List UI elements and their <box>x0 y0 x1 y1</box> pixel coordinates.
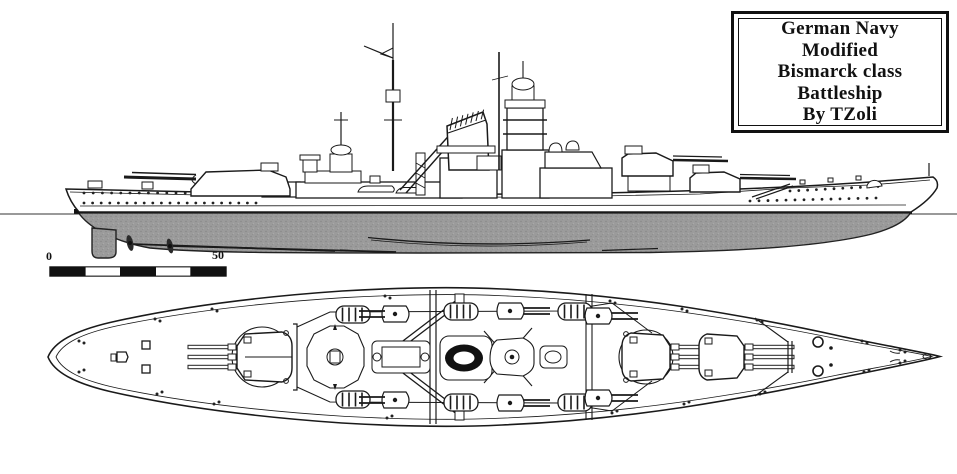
plan-turret-b <box>618 329 723 385</box>
aft-main-turret <box>123 162 291 197</box>
plan-forward-tower <box>489 337 568 377</box>
breakwater <box>751 183 794 200</box>
title-box: German Navy Modified Bismarck class Batt… <box>731 11 949 133</box>
plan-turret-a <box>698 333 795 381</box>
scale-bar-segment <box>190 266 227 277</box>
funnel <box>436 109 498 199</box>
keel-line-fwd <box>601 247 659 252</box>
bilge-keel <box>367 236 591 245</box>
plan-aft-turret <box>187 326 293 388</box>
plan-secondary-turrets <box>359 302 638 412</box>
hangar <box>476 155 502 171</box>
mainmast <box>363 23 402 171</box>
plan-midship-deckhouse <box>371 340 431 374</box>
foremast <box>491 52 509 170</box>
scale-bar-segment <box>155 266 192 277</box>
porthole-rows <box>82 185 880 205</box>
plan-deck-dots <box>77 294 907 420</box>
title-line-author: By TZoli <box>802 104 878 126</box>
funnel-cap-grille <box>449 109 485 131</box>
top-plan-view <box>47 286 944 428</box>
plan-aft-director <box>306 324 365 390</box>
title-line-type: Battleship <box>797 82 883 104</box>
anchor-fairlead <box>866 179 883 189</box>
title-line-modified: Modified <box>801 39 879 61</box>
title-box-inner-border: German Navy Modified Bismarck class Batt… <box>738 18 942 126</box>
rudder <box>91 227 117 259</box>
scale-bar-segment <box>49 266 86 277</box>
scale-bar-segment <box>120 266 157 277</box>
scale-start-label: 0 <box>46 249 52 263</box>
plan-bow-fittings <box>812 336 932 377</box>
plan-funnel <box>439 335 493 381</box>
title-line-class: Bismarck class <box>777 61 903 83</box>
turret-a <box>689 164 797 193</box>
plan-aft-turret-barrels <box>187 343 238 371</box>
stern-deckhouse-2 <box>141 181 154 190</box>
stern-deckhouse <box>87 180 103 189</box>
plan-stern-fittings <box>110 340 151 374</box>
underwater-hull <box>76 211 913 254</box>
scale-bar <box>49 266 227 277</box>
scale-bar-segment <box>84 266 121 277</box>
forecastle-fittings <box>799 163 930 189</box>
side-profile-view <box>0 23 957 259</box>
scale-end-label: 50 <box>212 248 224 262</box>
turret-b <box>621 145 729 192</box>
bridge <box>539 140 613 199</box>
plan-deck-inner-line <box>55 294 934 420</box>
bilge-keel-inner <box>370 239 588 247</box>
propellers <box>126 235 397 254</box>
boot-top-line <box>79 204 907 207</box>
aft-superstructure <box>295 112 463 199</box>
title-line-navy: German Navy <box>781 18 899 40</box>
